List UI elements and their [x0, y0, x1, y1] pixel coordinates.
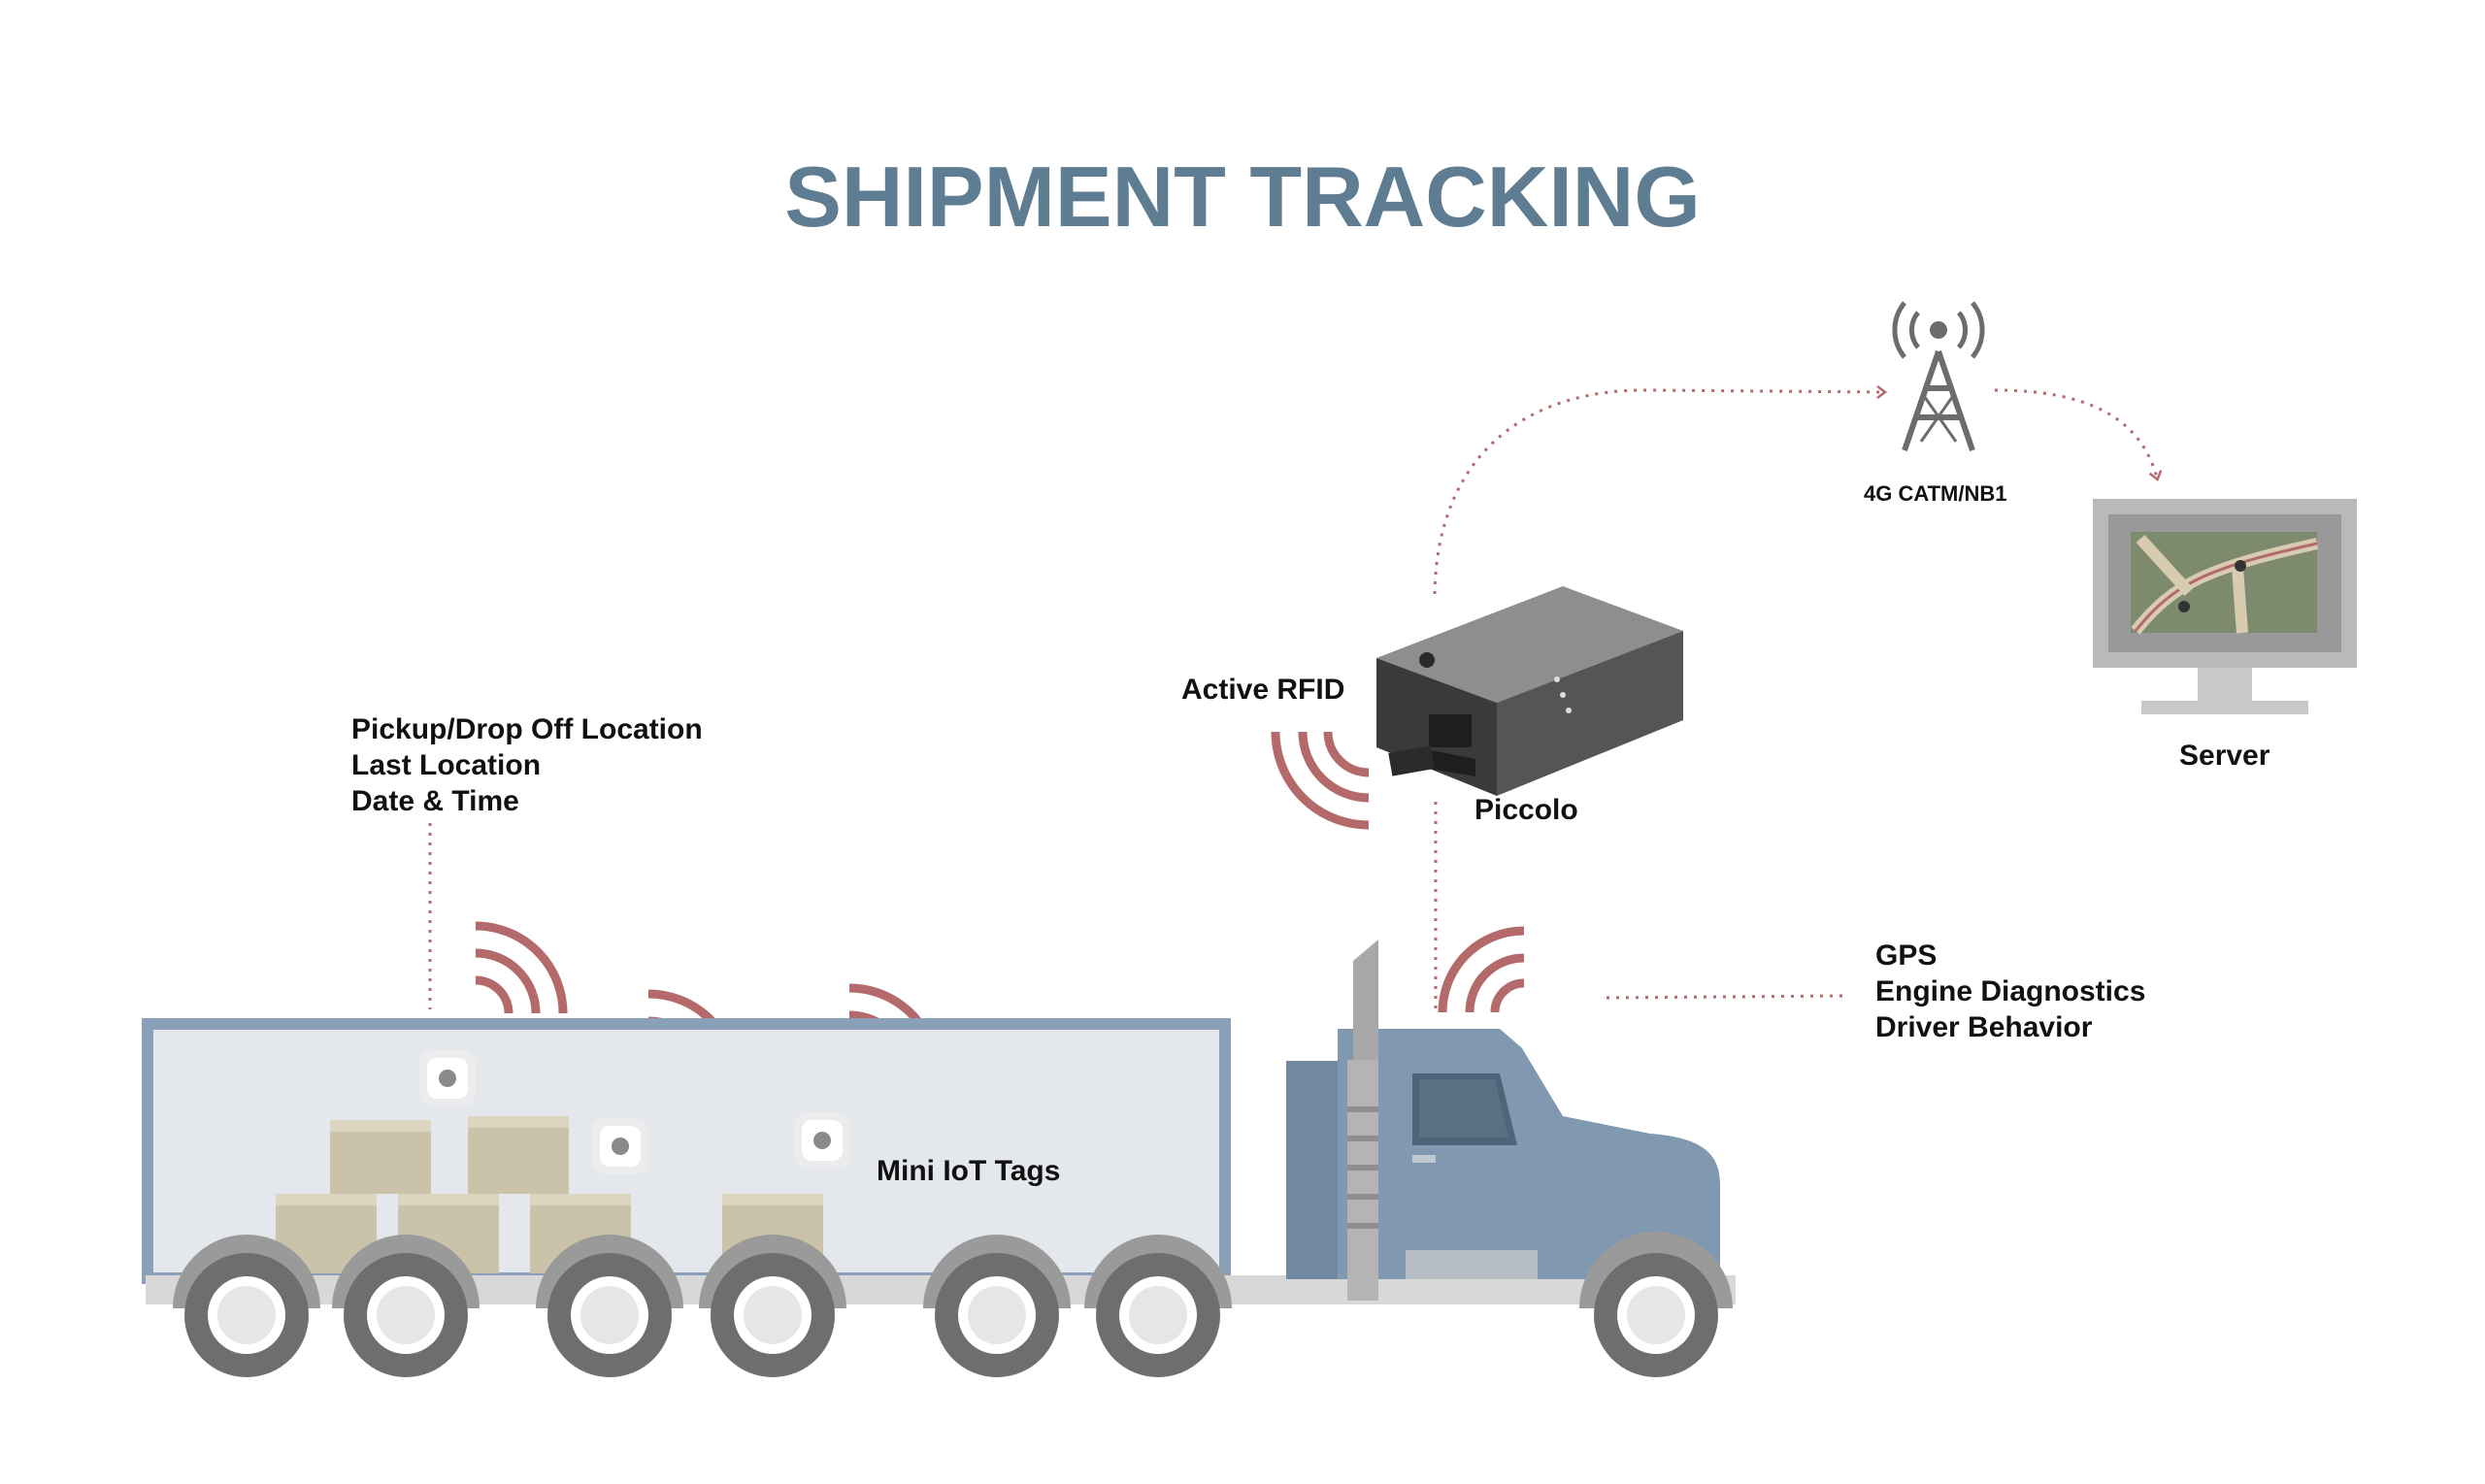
tag-signal-icon-1: [475, 921, 568, 1014]
iot-tag-icon: [419, 1050, 476, 1106]
page-title: SHIPMENT TRACKING: [784, 148, 1701, 245]
gps-signal-icon: [1438, 926, 1525, 1013]
wheel: [536, 1235, 683, 1377]
server-label: Server: [2179, 740, 2270, 772]
rfid-signal-icon: [1271, 731, 1370, 830]
piccolo-label: Piccolo: [1474, 794, 1578, 826]
piccolo-to-tower-line: [1433, 384, 1888, 595]
active-rfid-label: Active RFID: [1181, 674, 1345, 706]
trailer-info-date-time: Date & Time: [351, 785, 519, 817]
cargo-boxes: [276, 1116, 823, 1273]
truck-info-line: [1606, 994, 1845, 1000]
wheel: [173, 1235, 320, 1377]
truck-cab: [1286, 940, 1720, 1301]
wheels: [173, 1232, 1733, 1377]
connector-lines: [428, 384, 2163, 1009]
truck-info-engine-diagnostics: Engine Diagnostics: [1875, 975, 2146, 1007]
truck-info-label: GPS Engine Diagnostics Driver Behavior: [1875, 938, 2145, 1045]
wheel: [1579, 1232, 1733, 1377]
mini-iot-tags-label: Mini IoT Tags: [877, 1155, 1061, 1187]
trailer: [142, 1018, 1231, 1284]
truck-info-gps: GPS: [1875, 940, 1938, 972]
truck-info-driver-behavior: Driver Behavior: [1875, 1011, 2093, 1043]
piccolo-device-icon: [1376, 586, 1683, 796]
wheel: [332, 1235, 480, 1377]
trailer-info-label: Pickup/Drop Off Location Last Location D…: [351, 711, 703, 819]
tower-to-server-line: [1994, 388, 2163, 481]
iot-tag-icon: [794, 1112, 850, 1169]
network-label: 4G CATM/NB1: [1864, 481, 2007, 506]
trailer-info-pickup: Pickup/Drop Off Location: [351, 713, 703, 745]
wheel: [699, 1235, 846, 1377]
trailer-info-last-location: Last Location: [351, 749, 542, 781]
server-monitor-icon: [2093, 499, 2357, 714]
iot-tag-icon: [592, 1118, 648, 1174]
wheel: [1084, 1235, 1232, 1377]
cell-tower-icon: [1892, 301, 1985, 451]
wheel: [923, 1235, 1071, 1377]
